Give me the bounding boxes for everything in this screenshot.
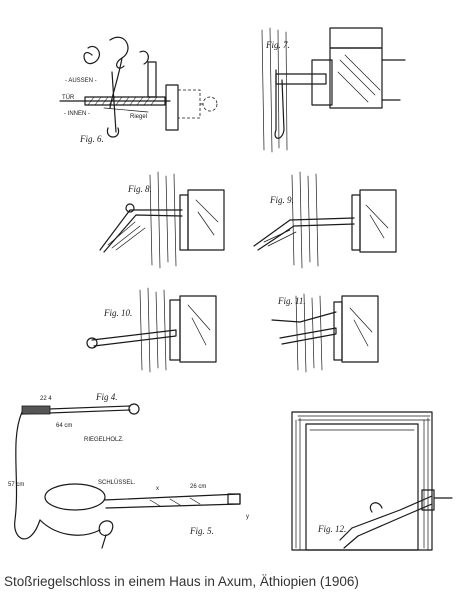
fig-4-dim-length: 64 cm bbox=[56, 423, 72, 429]
fig-5-dim-length: 26 cm bbox=[190, 484, 206, 490]
fig-4-dim-top: 22 4 bbox=[40, 396, 52, 402]
fig-9-label: Fig. 9. bbox=[269, 195, 294, 205]
fig-11-drawing: Fig. 11. bbox=[271, 293, 379, 373]
fig-4-dim-left: 57 cm bbox=[8, 482, 24, 488]
fig-5-drawing: SCHLÜSSEL. x 26 cm y Fig. 5. bbox=[39, 479, 249, 549]
fig-10-label: Fig. 10. bbox=[103, 308, 132, 318]
fig-10-drawing: Fig. 10. bbox=[86, 287, 217, 373]
fig-7-label: Fig. 7. bbox=[265, 40, 290, 50]
fig-9-drawing: Fig. 9. bbox=[253, 171, 397, 269]
fig-7-drawing: Fig. 7. bbox=[261, 27, 406, 153]
fig-5-dim-x: x bbox=[156, 486, 159, 492]
fig-12-drawing: Fig. 12. bbox=[291, 411, 453, 551]
fig-4-name: RIEGELHOLZ. bbox=[84, 437, 124, 443]
fig-11-label: Fig. 11. bbox=[277, 296, 306, 306]
fig-6-riegel-label: Riegel bbox=[130, 114, 147, 120]
figure-plate: - AUSSEN - TÜR - INNEN - Riegel Fig. 6. … bbox=[8, 27, 453, 551]
fig-6-aussen-label: - AUSSEN - bbox=[65, 78, 97, 84]
fig-5-label: Fig. 5. bbox=[189, 526, 214, 536]
fig-5-name: SCHLÜSSEL. bbox=[98, 479, 136, 486]
fig-8-label: Fig. 8. bbox=[127, 184, 152, 194]
figure-caption: Stoßriegelschloss in einem Haus in Axum,… bbox=[4, 574, 359, 589]
fig-8-drawing: Fig. 8. bbox=[99, 171, 225, 269]
fig-6-tuer-label: TÜR bbox=[62, 94, 75, 101]
fig-4-label: Fig 4. bbox=[95, 392, 118, 402]
fig-12-label: Fig. 12. bbox=[317, 524, 346, 534]
fig-6-label: Fig. 6. bbox=[79, 134, 104, 144]
fig-5-y: y bbox=[246, 514, 249, 520]
fig-4-drawing: 22 4 64 cm RIEGELHOLZ. 57 cm Fig 4. bbox=[8, 392, 140, 540]
fig-6-innen-label: - INNEN - bbox=[64, 111, 90, 117]
fig-6-drawing: - AUSSEN - TÜR - INNEN - Riegel Fig. 6. bbox=[59, 36, 218, 144]
